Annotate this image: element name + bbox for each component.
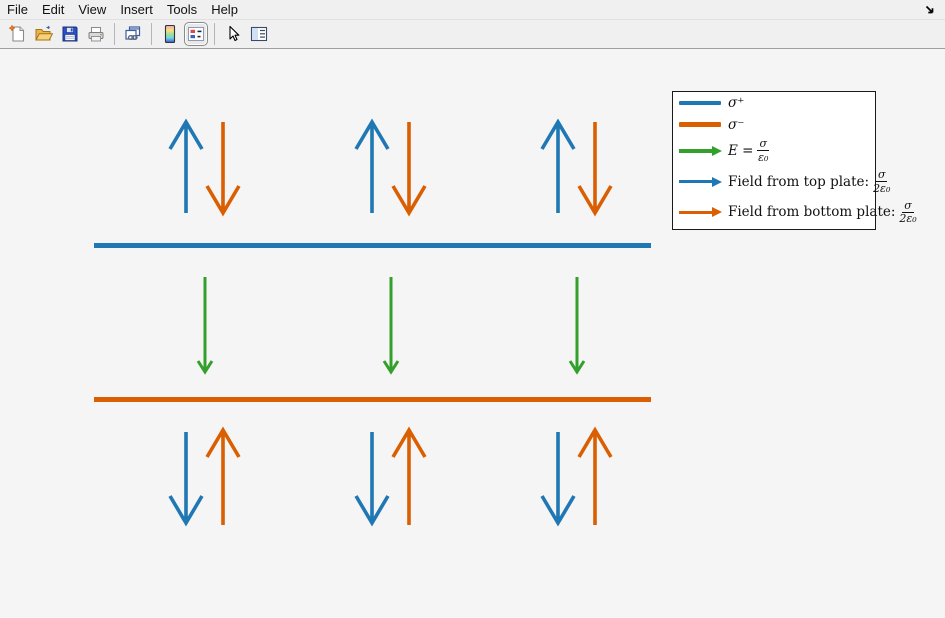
layout-options-button[interactable] xyxy=(184,22,208,46)
menu-insert[interactable]: Insert xyxy=(120,2,153,17)
linked-windows-icon xyxy=(125,26,141,40)
down-field-arrow xyxy=(540,432,576,527)
open-folder-button[interactable] xyxy=(32,22,56,46)
toolbar-separator xyxy=(214,23,215,45)
legend-label: σ⁻ xyxy=(728,116,745,133)
colormap-button[interactable] xyxy=(158,22,182,46)
menu-edit[interactable]: Edit xyxy=(41,2,65,17)
new-document-button[interactable] xyxy=(6,22,30,46)
menu-bar: File Edit View Insert Tools Help xyxy=(0,0,945,20)
side-panel-button[interactable] xyxy=(247,22,271,46)
legend-key-line xyxy=(679,122,722,127)
menu-help[interactable]: Help xyxy=(211,2,238,17)
up-field-arrow xyxy=(168,118,204,213)
down-field-arrow xyxy=(168,432,204,527)
up-field-arrow xyxy=(540,118,576,213)
down-field-arrow xyxy=(196,277,214,375)
colormap-icon xyxy=(164,24,176,44)
open-folder-icon xyxy=(35,25,54,41)
toolbar-separator xyxy=(114,23,115,45)
legend-key-arrow xyxy=(679,176,722,187)
cursor-icon xyxy=(229,25,240,42)
dock-resize-arrow-icon[interactable] xyxy=(923,2,937,16)
capacitor-field-diagram xyxy=(94,118,651,527)
menu-view[interactable]: View xyxy=(78,2,107,17)
print-button[interactable] xyxy=(84,22,108,46)
up-field-arrow xyxy=(205,426,241,525)
legend-key-arrow xyxy=(679,145,722,156)
down-field-arrow xyxy=(568,277,586,375)
side-panel-icon xyxy=(250,26,268,42)
save-icon xyxy=(62,26,78,42)
down-field-arrow xyxy=(577,122,613,217)
select-cursor-button[interactable] xyxy=(221,22,245,46)
legend-entry: σ⁺ xyxy=(679,95,869,111)
legend-label: σ⁺ xyxy=(728,95,745,111)
menu-file[interactable]: File xyxy=(7,2,28,17)
down-field-arrow xyxy=(391,122,427,217)
save-button[interactable] xyxy=(58,22,82,46)
down-field-arrow xyxy=(205,122,241,217)
up-field-arrow xyxy=(577,426,613,525)
linked-windows-button[interactable] xyxy=(121,22,145,46)
legend-entry: σ⁻ xyxy=(679,117,869,133)
print-icon xyxy=(88,27,104,42)
down-field-arrow xyxy=(382,277,400,375)
up-field-arrow xyxy=(354,118,390,213)
down-field-arrow xyxy=(354,432,390,527)
legend-key-arrow xyxy=(679,207,722,218)
legend-key-line xyxy=(679,100,722,106)
menu-tools[interactable]: Tools xyxy=(166,2,198,17)
new-document-icon xyxy=(8,24,25,42)
layout-options-icon xyxy=(188,27,204,41)
toolbar xyxy=(0,20,945,49)
toolbar-separator xyxy=(151,23,152,45)
up-field-arrow xyxy=(391,426,427,525)
